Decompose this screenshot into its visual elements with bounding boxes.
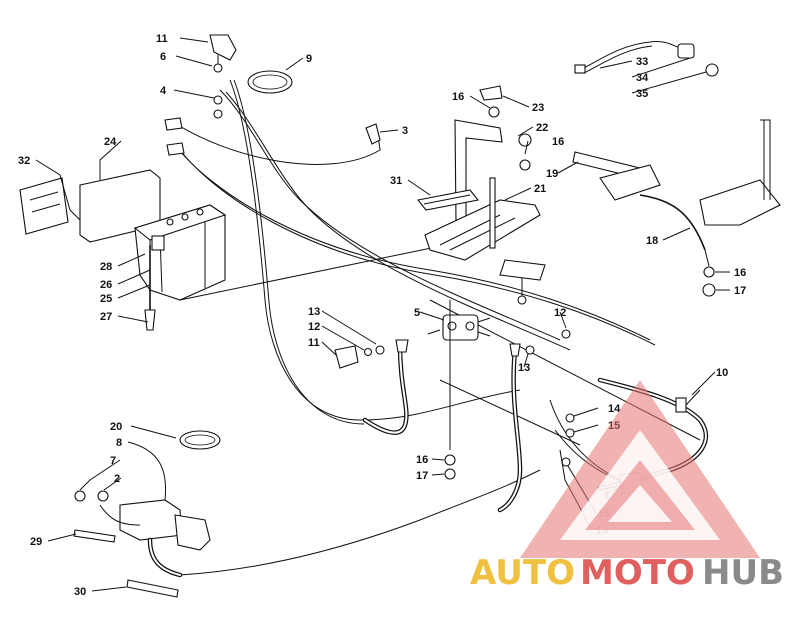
callout-17-right: 17 [734, 285, 746, 297]
plate-21 [424, 199, 541, 261]
callout-4: 4 [160, 85, 167, 97]
nut-13a [375, 345, 385, 355]
washer-16a [488, 106, 500, 118]
callout-8: 8 [116, 437, 122, 449]
washer-4b [213, 109, 223, 119]
callout-16-top: 16 [452, 91, 464, 103]
washer-12b [561, 329, 571, 339]
nut-13b [525, 345, 535, 355]
callout-32: 32 [18, 155, 30, 167]
washer-16c [444, 454, 456, 466]
nut-17b [702, 283, 716, 297]
callout-26: 26 [100, 279, 112, 291]
watermark-text-moto: MOTO [580, 553, 695, 593]
washer-12a [363, 347, 373, 357]
connector-34 [677, 43, 695, 59]
callout-29: 29 [30, 536, 42, 548]
callout-9: 9 [306, 53, 312, 65]
callout-33: 33 [636, 56, 648, 68]
cap-11-lower [334, 345, 359, 369]
cap-35 [705, 63, 719, 77]
coil-assembly [73, 430, 221, 598]
bolt-23 [479, 85, 503, 101]
upper-right-parts [572, 41, 781, 297]
solenoid [427, 300, 491, 480]
lug-3 [365, 123, 381, 145]
washer-16d [703, 266, 715, 278]
battery-pad-32 [19, 177, 69, 235]
coil-8 [119, 499, 183, 541]
callout-6: 6 [160, 51, 166, 63]
callout-13-left: 13 [308, 306, 320, 318]
callout-16-right: 16 [552, 136, 564, 148]
callout-16-lower: 16 [416, 454, 428, 466]
positive-cable [334, 339, 409, 435]
washer-2 [97, 490, 109, 502]
callout-19: 19 [546, 168, 558, 180]
terminal-33 [574, 64, 586, 74]
callout-18: 18 [646, 235, 658, 247]
callout-20: 20 [110, 421, 122, 433]
callout-5: 5 [414, 307, 420, 319]
callout-31: 31 [390, 175, 402, 187]
callout-10: 10 [716, 367, 728, 379]
watermark-text-hub: HUB [702, 553, 784, 593]
top-connectors [164, 34, 381, 156]
callout-12-right: 12 [554, 307, 566, 319]
callout-12-left: 12 [308, 321, 320, 333]
callout-25: 25 [100, 293, 112, 305]
bolt-vertical [489, 177, 496, 249]
callout-2: 2 [114, 473, 120, 485]
washer-7 [74, 490, 86, 502]
nut-15a [565, 428, 575, 438]
nut-17a [444, 468, 456, 480]
callout-27: 27 [100, 311, 112, 323]
callout-34: 34 [636, 72, 649, 84]
washer-4a [213, 95, 223, 105]
callout-28: 28 [100, 261, 112, 273]
watermark-text-auto: AUTO [470, 553, 575, 593]
callout-7: 7 [110, 455, 116, 467]
leader-lines [35, 37, 730, 592]
battery-strap-27 [144, 309, 156, 331]
nut-16b [519, 159, 531, 171]
solenoid-bracket [417, 85, 546, 305]
callout-35: 35 [636, 88, 648, 100]
battery-terminal [151, 235, 165, 251]
watermark-logo: AUTO MOTO HUB [470, 380, 784, 593]
ground-cable [497, 329, 571, 513]
boot-30 [126, 579, 179, 598]
cap-11-top [209, 34, 237, 61]
battery-assembly [19, 169, 227, 331]
plug-10 [675, 397, 687, 413]
callout-17-lower: 17 [416, 470, 428, 482]
callout-11-lower: 11 [308, 337, 320, 349]
callout-16-far-right: 16 [734, 267, 746, 279]
washer-22b [518, 133, 532, 147]
pad-31 [417, 189, 479, 211]
callout-23: 23 [532, 102, 544, 114]
callout-13-right: 13 [518, 362, 530, 374]
callout-22: 22 [536, 122, 548, 134]
callout-3: 3 [402, 125, 408, 137]
solenoid-5 [442, 314, 479, 341]
callout-21: 21 [534, 183, 546, 195]
callout-24: 24 [104, 136, 117, 148]
washer-14a [565, 413, 575, 423]
callout-30: 30 [74, 586, 86, 598]
callout-11-top: 11 [156, 33, 168, 45]
boot-29 [73, 529, 116, 543]
washer-15b [561, 457, 571, 467]
callout-14-upper: 14 [608, 403, 621, 415]
nut-6 [213, 63, 223, 73]
